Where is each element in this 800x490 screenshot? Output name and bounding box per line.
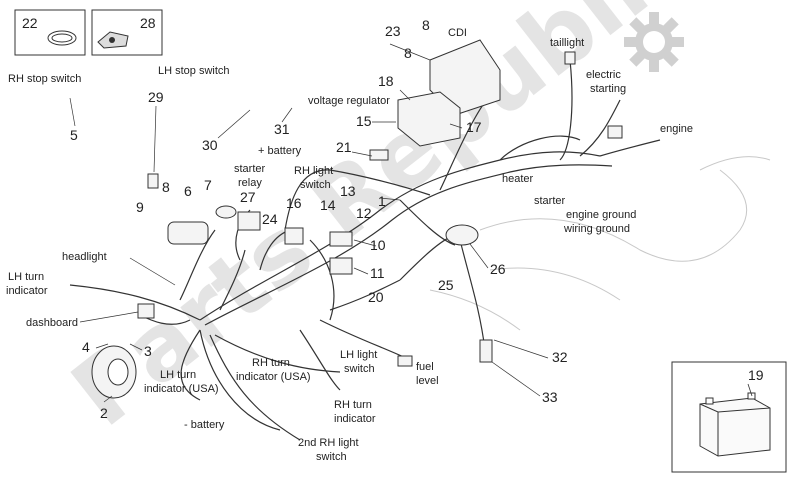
part-27: 27 xyxy=(240,189,256,205)
engine-plug xyxy=(607,125,623,139)
connector-11 xyxy=(329,257,353,275)
label-electric-starting-2: starting xyxy=(590,83,626,95)
label-starter: starter xyxy=(534,195,566,207)
spark-plug-cap xyxy=(479,339,493,363)
key xyxy=(215,205,237,219)
label-battery-minus: - battery xyxy=(184,419,225,431)
label-lh-stop-switch: LH stop switch xyxy=(158,65,230,77)
label-taillight: taillight xyxy=(550,37,584,49)
part-32: 32 xyxy=(552,349,568,365)
label-cdi: CDI xyxy=(448,27,467,39)
label-battery-plus: + battery xyxy=(258,145,302,157)
part-numbers: 1 2 3 4 5 6 7 8 8 8 9 10 11 12 13 14 15 … xyxy=(70,17,568,421)
part-14: 14 xyxy=(320,197,336,213)
connector-10 xyxy=(329,231,353,247)
part-16: 16 xyxy=(286,195,302,211)
part-13: 13 xyxy=(340,183,356,199)
label-dashboard: dashboard xyxy=(26,317,78,329)
voltage-regulator-unit xyxy=(397,91,461,147)
leader-lines xyxy=(69,43,549,403)
part-18: 18 xyxy=(378,73,394,89)
dashboard-connector xyxy=(137,303,155,319)
label-rh-turn-indicator-usa-2: indicator (USA) xyxy=(236,371,311,383)
label-engine-ground: engine ground xyxy=(566,209,636,221)
label-rh-stop-switch: RH stop switch xyxy=(8,73,81,85)
ignition-switch xyxy=(167,221,209,245)
label-lh-turn-indicator-usa-1: LH turn xyxy=(160,369,196,381)
connector-16 xyxy=(284,227,304,245)
part-25: 25 xyxy=(438,277,454,293)
label-rh-turn-indicator-usa-1: RH turn xyxy=(252,357,290,369)
label-rh-turn-indicator-1: RH turn xyxy=(334,399,372,411)
part-15: 15 xyxy=(356,113,372,129)
label-lh-light-switch-1: LH light xyxy=(340,349,377,361)
taillight-plug xyxy=(564,51,576,65)
part-11: 11 xyxy=(370,265,385,281)
label-wiring-ground: wiring ground xyxy=(563,223,630,235)
battery-icon xyxy=(699,392,771,457)
part-26: 26 xyxy=(490,261,506,277)
part-8-c: 8 xyxy=(162,179,170,195)
label-heater: heater xyxy=(502,173,534,185)
label-lh-turn-indicator-1: LH turn xyxy=(8,271,44,283)
label-second-rh-light-switch-2: switch xyxy=(316,451,347,463)
part-8-b: 8 xyxy=(404,45,412,61)
part-12: 12 xyxy=(356,205,372,221)
part-2: 2 xyxy=(100,405,108,421)
label-fuel-level-1: fuel xyxy=(416,361,434,373)
label-second-rh-light-switch-1: 2nd RH light xyxy=(298,437,359,449)
label-rh-light-switch-2: switch xyxy=(300,179,331,191)
inset-28: 28 xyxy=(91,9,163,56)
part-30: 30 xyxy=(202,137,218,153)
fuel-level-plug xyxy=(397,355,413,367)
gear-icon[interactable] xyxy=(624,12,684,72)
label-fuel-level-2: level xyxy=(416,375,439,387)
label-lh-turn-indicator-2: indicator xyxy=(6,285,48,297)
label-engine: engine xyxy=(660,123,693,135)
frame-sketch xyxy=(429,156,771,331)
part-19: 19 xyxy=(748,367,764,383)
label-electric-starting-1: electric xyxy=(586,69,621,81)
label-starter-relay-2: relay xyxy=(238,177,262,189)
battery-inset: 19 xyxy=(671,361,787,473)
part-3: 3 xyxy=(144,343,152,359)
part-23: 23 xyxy=(385,23,401,39)
text-labels: CDI taillight electric starting engine R… xyxy=(6,27,693,463)
label-voltage-regulator: voltage regulator xyxy=(308,95,390,107)
inset-22: 22 xyxy=(14,9,86,56)
part-10: 10 xyxy=(370,237,386,253)
part-1: 1 xyxy=(378,193,386,209)
part-9: 9 xyxy=(136,199,144,215)
ignition-coil xyxy=(445,224,479,246)
part-17: 17 xyxy=(466,119,482,135)
part-21: 21 xyxy=(336,139,352,155)
part-28: 28 xyxy=(140,15,156,31)
part-31: 31 xyxy=(274,121,290,137)
part-5: 5 xyxy=(70,127,78,143)
part-22: 22 xyxy=(22,15,38,31)
part-24: 24 xyxy=(262,211,278,227)
part-20: 20 xyxy=(368,289,384,305)
part-8-a: 8 xyxy=(422,17,430,33)
components xyxy=(91,39,623,399)
connector-21 xyxy=(369,149,389,161)
part-33: 33 xyxy=(542,389,558,405)
part-4: 4 xyxy=(82,339,90,355)
label-starter-relay-1: starter xyxy=(234,163,266,175)
label-lh-turn-indicator-usa-2: indicator (USA) xyxy=(144,383,219,395)
label-headlight: headlight xyxy=(62,251,107,263)
label-rh-light-switch-1: RH light xyxy=(294,165,333,177)
part-7: 7 xyxy=(204,177,212,193)
label-rh-turn-indicator-2: indicator xyxy=(334,413,376,425)
label-lh-light-switch-2: switch xyxy=(344,363,375,375)
starter-relay xyxy=(237,211,261,231)
rh-stop-switch-plug xyxy=(147,173,159,189)
cdi-unit xyxy=(429,39,501,116)
part-29: 29 xyxy=(148,89,164,105)
part-6: 6 xyxy=(184,183,192,199)
